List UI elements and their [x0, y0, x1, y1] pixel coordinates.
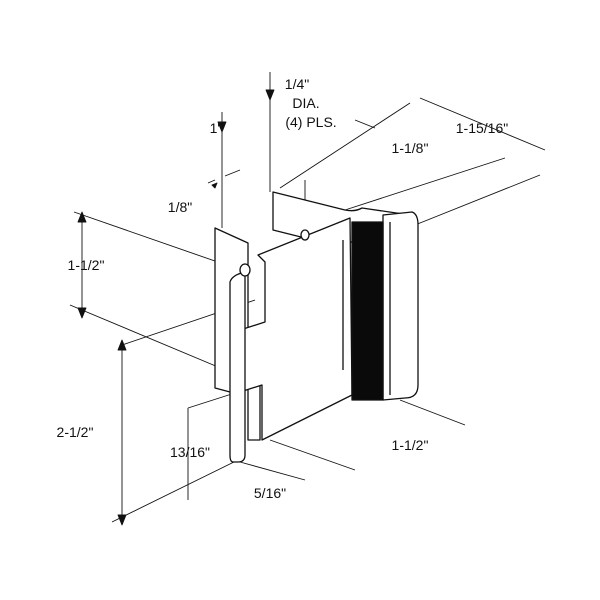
- hole-note-dia: DIA.: [292, 95, 320, 111]
- gasket: [351, 221, 384, 401]
- dim-body-depth: 1-1/8": [391, 140, 429, 156]
- dim-top-width: 1": [209, 120, 223, 136]
- tall-leg: [229, 271, 246, 463]
- bracket-body: [214, 191, 419, 463]
- dim-plate-thickness: 1/8": [167, 199, 193, 215]
- hole-note-size: 1/4": [284, 76, 310, 92]
- hole-note-qty: (4) PLS.: [285, 114, 337, 130]
- dim-upper-height: 1-1/2": [67, 257, 105, 273]
- main-face: [239, 217, 353, 441]
- dim-bottom-width: 1-1/2": [391, 437, 429, 453]
- end-cap: [382, 211, 419, 401]
- mounting-hole: [239, 263, 251, 277]
- dim-overall-depth: 1-15/16": [455, 120, 509, 136]
- dim-slot-width: 5/16": [253, 485, 287, 501]
- dim-slot-offset: 13/16": [169, 444, 211, 460]
- mounting-hole: [300, 229, 310, 241]
- dim-overall-height: 2-1/2": [56, 424, 94, 440]
